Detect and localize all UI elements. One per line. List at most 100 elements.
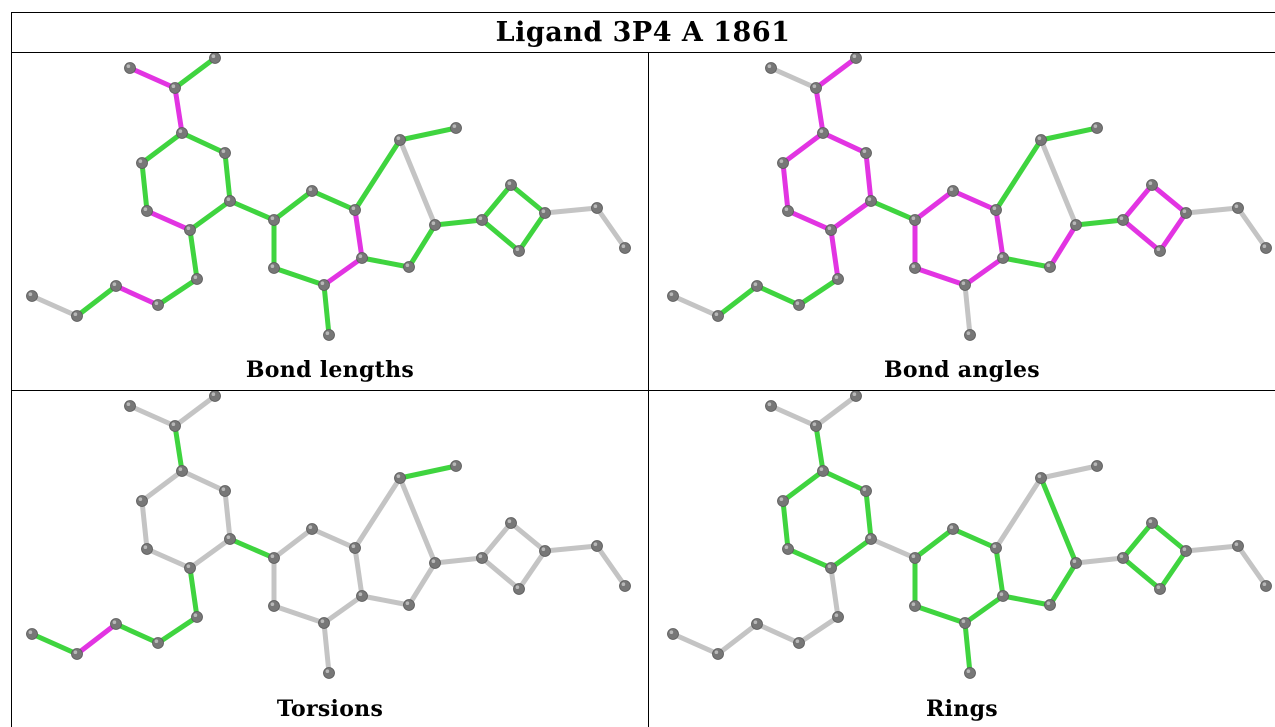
atom xyxy=(964,667,976,679)
atom xyxy=(26,290,38,302)
bond xyxy=(780,468,826,504)
bond xyxy=(1157,210,1189,254)
panel-bond-angles: Bond angles xyxy=(649,53,1275,390)
atom-highlight xyxy=(112,282,117,286)
bond xyxy=(29,631,80,657)
bond xyxy=(1000,255,1053,270)
atom xyxy=(959,279,971,291)
bonds-group xyxy=(670,55,1269,338)
atom xyxy=(268,262,280,274)
atom-highlight xyxy=(138,159,143,163)
atom-highlight xyxy=(431,559,436,563)
atom xyxy=(860,485,872,497)
atom xyxy=(476,552,488,564)
bond xyxy=(309,188,358,213)
bond xyxy=(962,593,1006,626)
atom-highlight xyxy=(593,542,598,546)
atom xyxy=(947,523,959,535)
atom-highlight xyxy=(28,630,33,634)
bond xyxy=(172,85,185,136)
atom-highlight xyxy=(351,206,356,210)
atom-highlight xyxy=(961,281,966,285)
bond xyxy=(187,565,200,620)
bond xyxy=(962,282,973,338)
atom xyxy=(349,204,361,216)
atom-highlight xyxy=(143,207,148,211)
atom xyxy=(318,617,330,629)
atom-highlight xyxy=(226,535,231,539)
atom xyxy=(810,420,822,432)
atom xyxy=(1154,583,1166,595)
atom xyxy=(990,204,1002,216)
atom xyxy=(1044,599,1056,611)
atom-highlight xyxy=(211,54,216,58)
bond xyxy=(1149,520,1189,554)
atom xyxy=(865,195,877,207)
atom xyxy=(450,460,462,472)
atom xyxy=(306,523,318,535)
atom xyxy=(782,205,794,217)
atom xyxy=(209,53,221,64)
bond xyxy=(796,614,841,646)
atom xyxy=(176,465,188,477)
atom xyxy=(176,127,188,139)
atom xyxy=(850,53,862,64)
bond xyxy=(321,593,365,626)
bond xyxy=(1157,548,1189,592)
atom-highlight xyxy=(812,422,817,426)
atom-highlight xyxy=(911,264,916,268)
bonds-group xyxy=(29,55,628,338)
atom xyxy=(832,611,844,623)
atom xyxy=(667,628,679,640)
atom-highlight xyxy=(1093,124,1098,128)
bond xyxy=(912,603,968,626)
atom xyxy=(909,552,921,564)
bond xyxy=(321,620,332,676)
atom xyxy=(1091,460,1103,472)
atom-highlight xyxy=(186,226,191,230)
bond xyxy=(715,621,760,657)
atom xyxy=(152,299,164,311)
atom xyxy=(1044,261,1056,273)
bond xyxy=(479,182,514,223)
bond xyxy=(179,468,228,494)
bond xyxy=(1235,205,1269,251)
panel-rings: Rings xyxy=(649,391,1275,727)
atom xyxy=(349,542,361,554)
atom xyxy=(403,261,415,273)
atom-highlight xyxy=(911,216,916,220)
atom-highlight xyxy=(834,275,839,279)
atom-highlight xyxy=(834,613,839,617)
atom-highlight xyxy=(714,650,719,654)
atom xyxy=(909,262,921,274)
atom-highlight xyxy=(358,592,363,596)
atom-highlight xyxy=(852,54,857,58)
atom-highlight xyxy=(795,639,800,643)
atom-highlight xyxy=(1119,216,1124,220)
atom-highlight xyxy=(1262,244,1267,248)
atom-highlight xyxy=(396,474,401,478)
atom xyxy=(964,329,976,341)
bond xyxy=(309,526,358,551)
atom-highlight xyxy=(1037,136,1042,140)
atom-highlight xyxy=(827,226,832,230)
atom xyxy=(323,329,335,341)
atom xyxy=(306,185,318,197)
atom xyxy=(810,82,822,94)
atom xyxy=(817,465,829,477)
atom xyxy=(539,545,551,557)
atom xyxy=(110,280,122,292)
atom-highlight xyxy=(270,216,275,220)
atom-highlight xyxy=(1262,582,1267,586)
molecule-bond-angles xyxy=(667,53,1272,341)
caption-torsions: Torsions xyxy=(276,696,384,722)
panel-divider-vertical xyxy=(648,52,649,727)
bond xyxy=(397,137,438,228)
atom-highlight xyxy=(862,149,867,153)
atom xyxy=(1146,517,1158,529)
bond xyxy=(868,536,918,561)
atom-highlight xyxy=(154,301,159,305)
bond xyxy=(542,205,600,216)
bond xyxy=(754,283,802,308)
bond xyxy=(785,208,834,233)
